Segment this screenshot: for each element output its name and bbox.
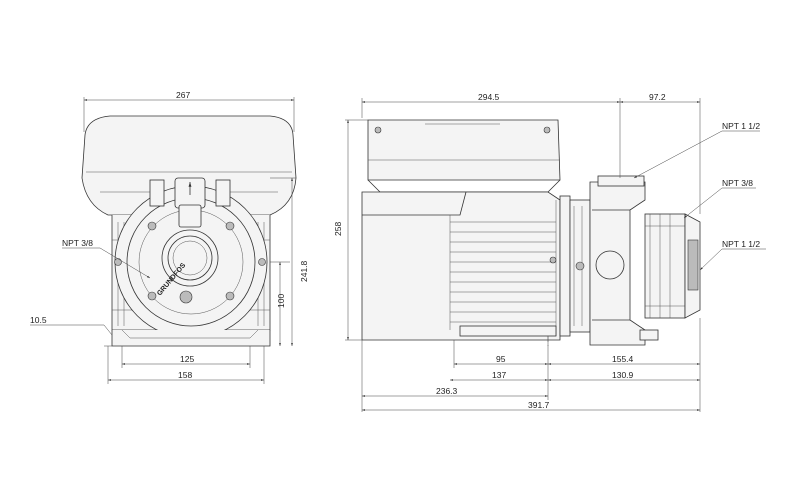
side-view: 258 294.5 97.2 NPT 1 1/2 NPT 3/8 NPT 1 1… [333,92,766,412]
label-npt-1-1-2-low: NPT 1 1/2 [722,239,760,249]
dim-236-3: 236.3 [436,386,458,396]
label-npt-3-8-front: NPT 3/8 [62,238,93,248]
inlet-port [161,229,219,287]
dim-130-9: 130.9 [612,370,634,380]
dim-137: 137 [492,370,506,380]
dim-267: 267 [176,90,190,100]
dim-155-4: 155.4 [612,354,634,364]
dim-125: 125 [180,354,194,364]
dim-294-5: 294.5 [478,92,500,102]
dim-158: 158 [178,370,192,380]
side-outlet-flange [644,213,686,319]
dim-241-8: 241.8 [299,260,309,282]
dim-391-7: 391.7 [528,400,550,410]
dim-258: 258 [333,222,343,236]
dim-10-5: 10.5 [30,315,47,325]
dim-95: 95 [496,354,506,364]
dim-97-2: 97.2 [649,92,666,102]
front-view: GRUNDFOS 267 241.8 100 10.5 NPT 3/8 125 … [30,90,309,384]
label-npt-1-1-2-top: NPT 1 1/2 [722,121,760,131]
dim-100: 100 [276,294,286,308]
side-terminal-box [367,119,561,181]
label-npt-3-8-side: NPT 3/8 [722,178,753,188]
side-motor-body [361,191,561,341]
